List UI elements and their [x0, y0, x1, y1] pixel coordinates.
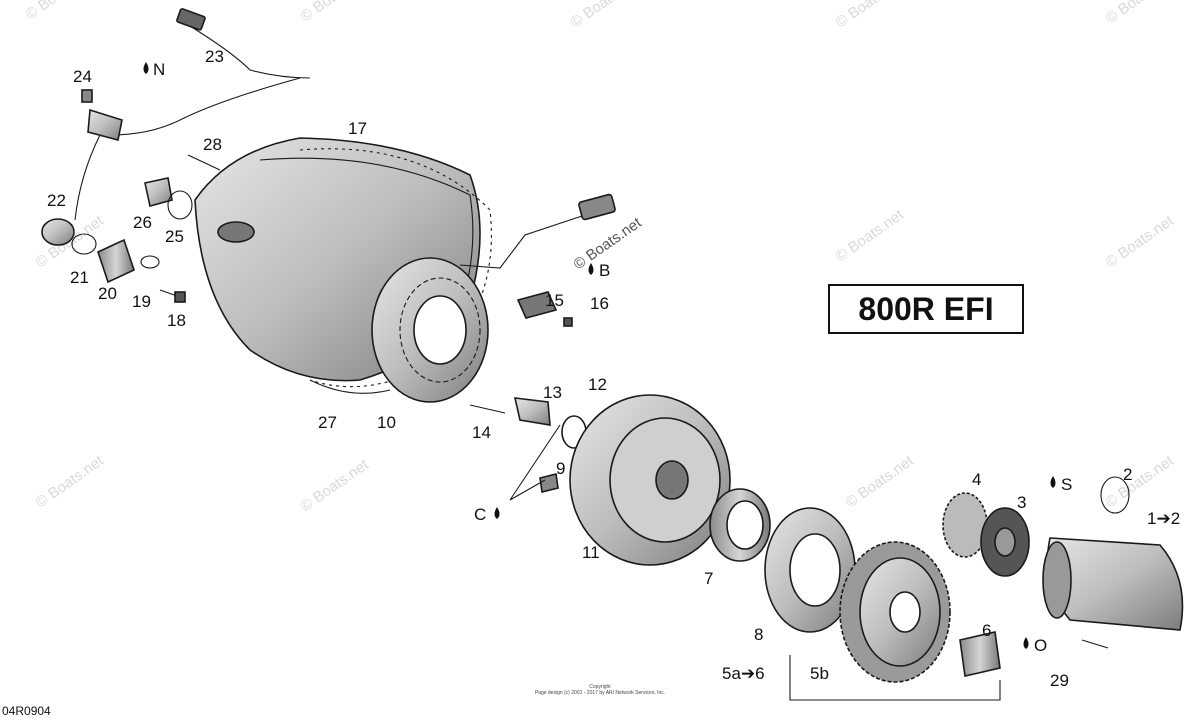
reference-code: 04R0904: [2, 704, 51, 718]
callout-10: 10: [377, 413, 396, 432]
callout-1: 1➔2: [1147, 509, 1180, 528]
callout-28: 28: [203, 135, 222, 154]
callout-17: 17: [348, 119, 367, 138]
callout-7: 7: [704, 569, 713, 588]
svg-text:S: S: [1061, 475, 1072, 494]
stator-part: [371, 257, 489, 403]
model-label: 800R EFI: [828, 284, 1024, 334]
left-small-parts: [41, 218, 186, 303]
callout-25: 25: [165, 227, 184, 246]
callout-9: 9: [556, 459, 565, 478]
callout-22: 22: [47, 191, 66, 210]
callout-15: 15: [545, 291, 564, 310]
callout-4: 4: [972, 470, 981, 489]
starter-gear-part: [839, 541, 951, 683]
callout-labels: 1➔2 2 3 4 5a➔6 5b 6 7 8 9 10 11 12 13 14…: [47, 47, 1180, 690]
gasket-part: [309, 379, 391, 394]
group-bracket: [789, 655, 1001, 701]
oil-drop-icon: [143, 62, 149, 74]
copyright-notice: Copyright Page design (c) 2001 - 2017 by…: [500, 684, 700, 696]
bolt-washer-parts: [469, 397, 587, 501]
speed-sensor-part: [74, 89, 123, 221]
callout-26: 26: [133, 213, 152, 232]
watermark: © Boats.net: [833, 0, 908, 31]
bushing-part: [959, 631, 1001, 677]
callout-8: 8: [754, 625, 763, 644]
callout-16: 16: [590, 294, 609, 313]
watermark: © Boats.net: [298, 456, 373, 515]
svg-text:B: B: [599, 261, 610, 280]
svg-text:O: O: [1034, 636, 1047, 655]
callout-12: 12: [588, 375, 607, 394]
copyright-line-1: Copyright: [589, 684, 611, 690]
callout-27: 27: [318, 413, 337, 432]
callout-18: 18: [167, 311, 186, 330]
oil-drop-icon: [494, 507, 500, 519]
callout-14: 14: [472, 423, 491, 442]
idler-gear-parts: [942, 492, 1030, 577]
oil-drop-icon: [588, 263, 594, 275]
watermark: © Boats.net: [298, 0, 373, 25]
watermark: © Boats.net: [1103, 0, 1178, 27]
flywheel-part: [569, 394, 731, 566]
callout-20: 20: [98, 284, 117, 303]
callout-11: 11: [582, 543, 600, 562]
callout-19: 19: [132, 292, 151, 311]
watermark: © Boats.net: [843, 452, 918, 511]
callout-21: 21: [70, 268, 89, 287]
lubricant-c-mark: C: [474, 505, 500, 524]
lubricant-marks: N B C S O: [143, 60, 1072, 655]
stator-lead-part: [459, 193, 616, 327]
watermark: © Boats.net: [1103, 452, 1178, 511]
callout-24: 24: [73, 67, 92, 86]
lubricant-b-mark: B: [588, 261, 610, 280]
bearing-and-plate-parts: [709, 488, 856, 633]
oil-drop-icon: [1050, 476, 1056, 488]
watermark: © Boats.net: [1103, 212, 1178, 271]
plug-and-oring-parts: [144, 154, 221, 220]
watermark: © Boats.net: [568, 0, 643, 31]
svg-text:C: C: [474, 505, 486, 524]
copyright-line-2: Page design (c) 2001 - 2017 by ARI Netwo…: [534, 690, 666, 696]
callout-23: 23: [205, 47, 224, 66]
callout-29: 29: [1050, 671, 1069, 690]
lubricant-s-mark: S: [1050, 475, 1072, 494]
lubricant-n-mark: N: [143, 60, 165, 79]
watermark: © Boats.net: [33, 452, 108, 511]
watermark: © Boats.net: [23, 0, 98, 23]
lubricant-o-mark: O: [1023, 636, 1047, 655]
callout-5a: 5a➔6: [722, 664, 765, 683]
callout-13: 13: [543, 383, 562, 402]
oil-drop-icon: [1023, 637, 1029, 649]
callout-6: 6: [982, 621, 991, 640]
wire-harness-part: [109, 8, 311, 136]
callout-3: 3: [1017, 493, 1026, 512]
starter-motor-part: [1042, 476, 1184, 649]
watermark: © Boats.net: [833, 206, 908, 265]
callout-5b: 5b: [810, 664, 829, 683]
svg-text:N: N: [153, 60, 165, 79]
callout-2: 2: [1123, 465, 1132, 484]
